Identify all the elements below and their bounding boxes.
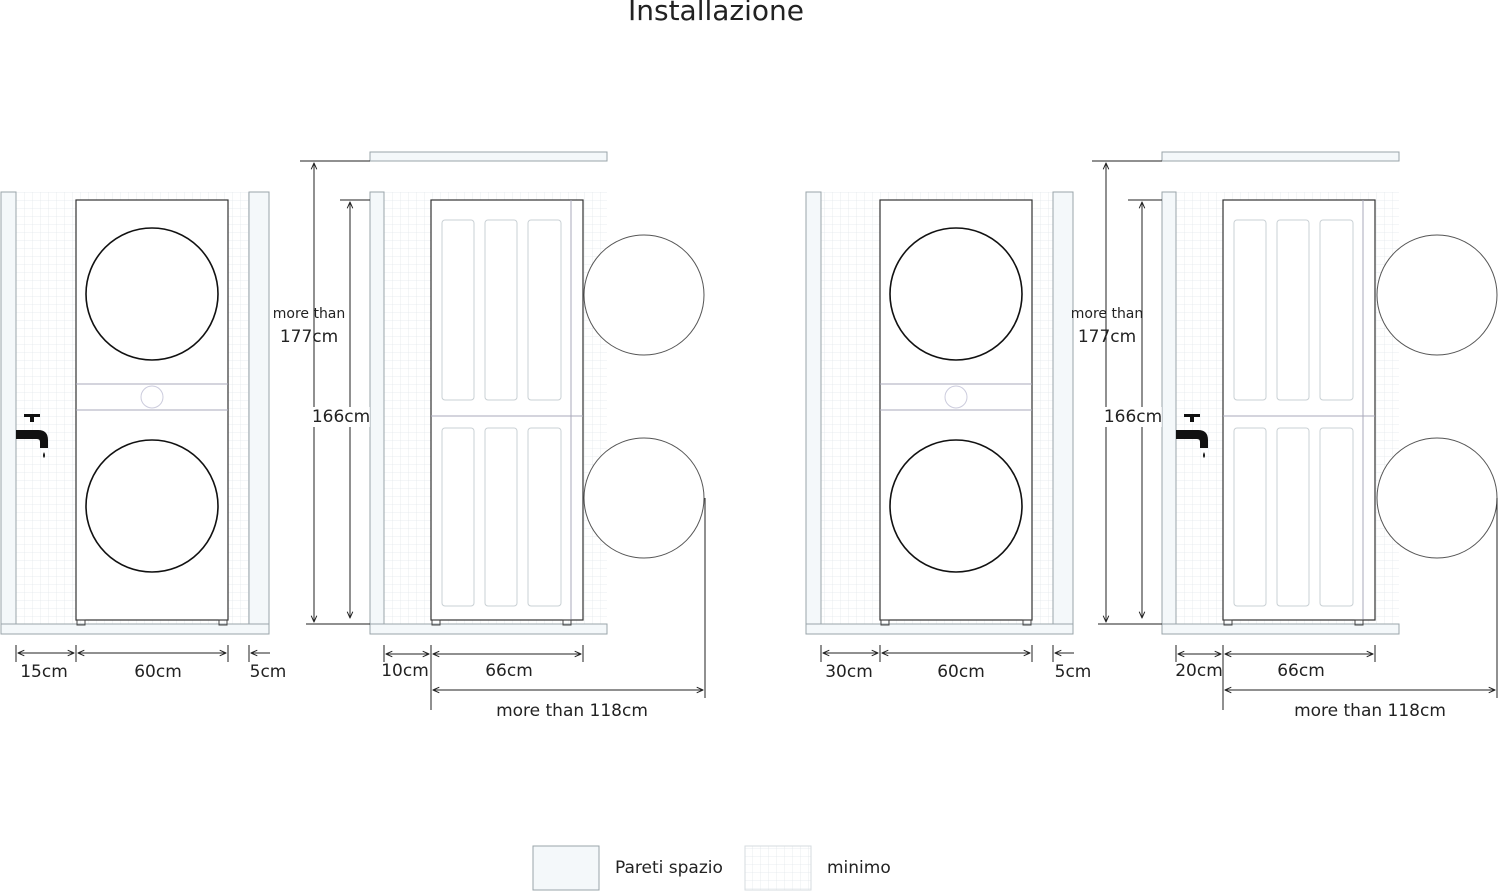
back-wall (1161, 191, 1177, 625)
left-front-view (0, 191, 270, 662)
washer-door (85, 439, 219, 573)
left-side-overall-prefix-label: more than (272, 306, 346, 322)
ceiling (369, 151, 608, 162)
floor (369, 623, 608, 635)
open-door-upper (583, 234, 705, 356)
legend-walls-label: Pareti spazio (615, 858, 723, 878)
back-wall (369, 191, 385, 625)
right-wall (1052, 191, 1074, 625)
left-side-view (300, 151, 706, 710)
right-side-gap-back-label: 20cm (1175, 661, 1223, 681)
dryer-door (85, 227, 219, 361)
legend-minimum-label: minimo (827, 858, 891, 878)
left-wall (805, 191, 822, 625)
left-side-gap-back-label: 10cm (381, 661, 429, 681)
right-side-height-label: 166cm (1103, 407, 1163, 427)
floor (805, 623, 1074, 635)
open-door-lower (583, 437, 705, 559)
foot (218, 619, 228, 626)
left-wall (0, 191, 17, 625)
right-side-view (1092, 151, 1498, 710)
right-front-width-label: 60cm (937, 662, 985, 682)
open-door-lower (1376, 437, 1498, 559)
floor (0, 623, 270, 635)
foot (76, 619, 86, 626)
legend (532, 845, 812, 891)
right-side-overall-prefix-label: more than (1070, 306, 1144, 322)
left-front-gap-right-label: 5cm (249, 662, 287, 682)
left-side-overall-height-label: 177cm (279, 327, 339, 347)
right-front-gap-left-label: 30cm (825, 662, 873, 682)
left-front-gap-left-label: 15cm (20, 662, 68, 682)
ceiling (1161, 151, 1400, 162)
left-side-depth-label: 66cm (485, 661, 533, 681)
left-front-width-label: 60cm (134, 662, 182, 682)
legend-swatch-minimum (744, 845, 812, 891)
dryer-door (889, 227, 1023, 361)
water-tap-icon (16, 414, 48, 458)
right-wall (248, 191, 270, 625)
left-side-height-label: 166cm (311, 407, 371, 427)
right-side-depth-label: 66cm (1277, 661, 1325, 681)
washer-tower-side (430, 199, 584, 621)
right-side-door-open-label: more than 118cm (1294, 701, 1446, 721)
water-tap-icon (1176, 414, 1208, 458)
right-front-view (805, 191, 1074, 662)
page-title: Installazione (627, 0, 805, 27)
washer-tower-side (1222, 199, 1376, 621)
washer-door (889, 439, 1023, 573)
right-front-gap-right-label: 5cm (1054, 662, 1092, 682)
floor (1161, 623, 1400, 635)
right-side-overall-height-label: 177cm (1077, 327, 1137, 347)
legend-swatch-walls (532, 845, 600, 891)
control-knob (140, 385, 164, 409)
left-side-door-open-label: more than 118cm (496, 701, 648, 721)
open-door-upper (1376, 234, 1498, 356)
